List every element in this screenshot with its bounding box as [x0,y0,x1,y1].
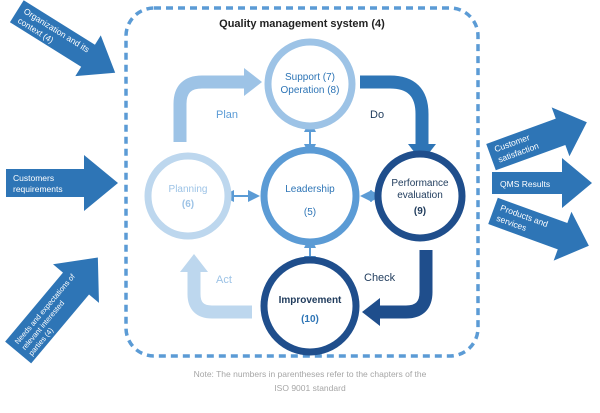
node-improvement: Improvement (10) [260,256,360,356]
node-performance-evaluation: Performance evaluation (9) [374,150,466,242]
output-arrow-satisfaction: Customer satisfaction [486,107,587,171]
cycle-label-do: Do [370,109,384,121]
node-support-line2: Operation (8) [281,85,340,96]
output-arrow-products: Products and services [488,197,589,261]
node-planning-num: (6) [182,199,194,210]
footnote-line2: ISO 9001 standard [274,383,346,393]
diagram-title: Quality management system (4) [219,18,385,30]
input-arrow-customers: Customers requirements [6,155,118,211]
node-planning: Planning (6) [144,152,232,240]
cycle-label-act: Act [216,274,232,286]
cycle-label-check: Check [364,272,396,284]
input-arrow-needs: Needs and expectations of relevant inter… [5,257,99,364]
node-improvement-num: (10) [301,314,319,325]
node-leadership-num: (5) [304,207,316,218]
cycle-arrow-plan [173,68,262,142]
output-qms-label: QMS Results [500,179,550,189]
node-leadership: Leadership (5) [260,146,360,246]
input-customers-line1: Customers [13,173,54,183]
cycle-arrow-act [180,254,252,319]
node-improvement-label: Improvement [279,295,342,306]
footnote-line1: Note: The numbers in parentheses refer t… [194,369,427,379]
node-performance-num: (9) [414,206,426,217]
qms-boundary [124,6,480,358]
node-performance-line1: Performance [391,178,449,189]
output-arrow-qms: QMS Results [492,158,592,208]
node-performance-line2: evaluation [397,190,443,201]
cycle-label-plan: Plan [216,109,238,121]
cycle-arrow-check [362,250,433,326]
node-support-operation: Support (7) Operation (8) [264,38,356,130]
node-planning-label: Planning [169,184,208,195]
cycle-arrow-do [360,75,436,162]
input-customers-line2: requirements [13,184,63,194]
node-support-line1: Support (7) [285,72,335,83]
node-leadership-label: Leadership [285,184,335,195]
input-arrow-context: Organization and its context (4) [9,0,116,77]
